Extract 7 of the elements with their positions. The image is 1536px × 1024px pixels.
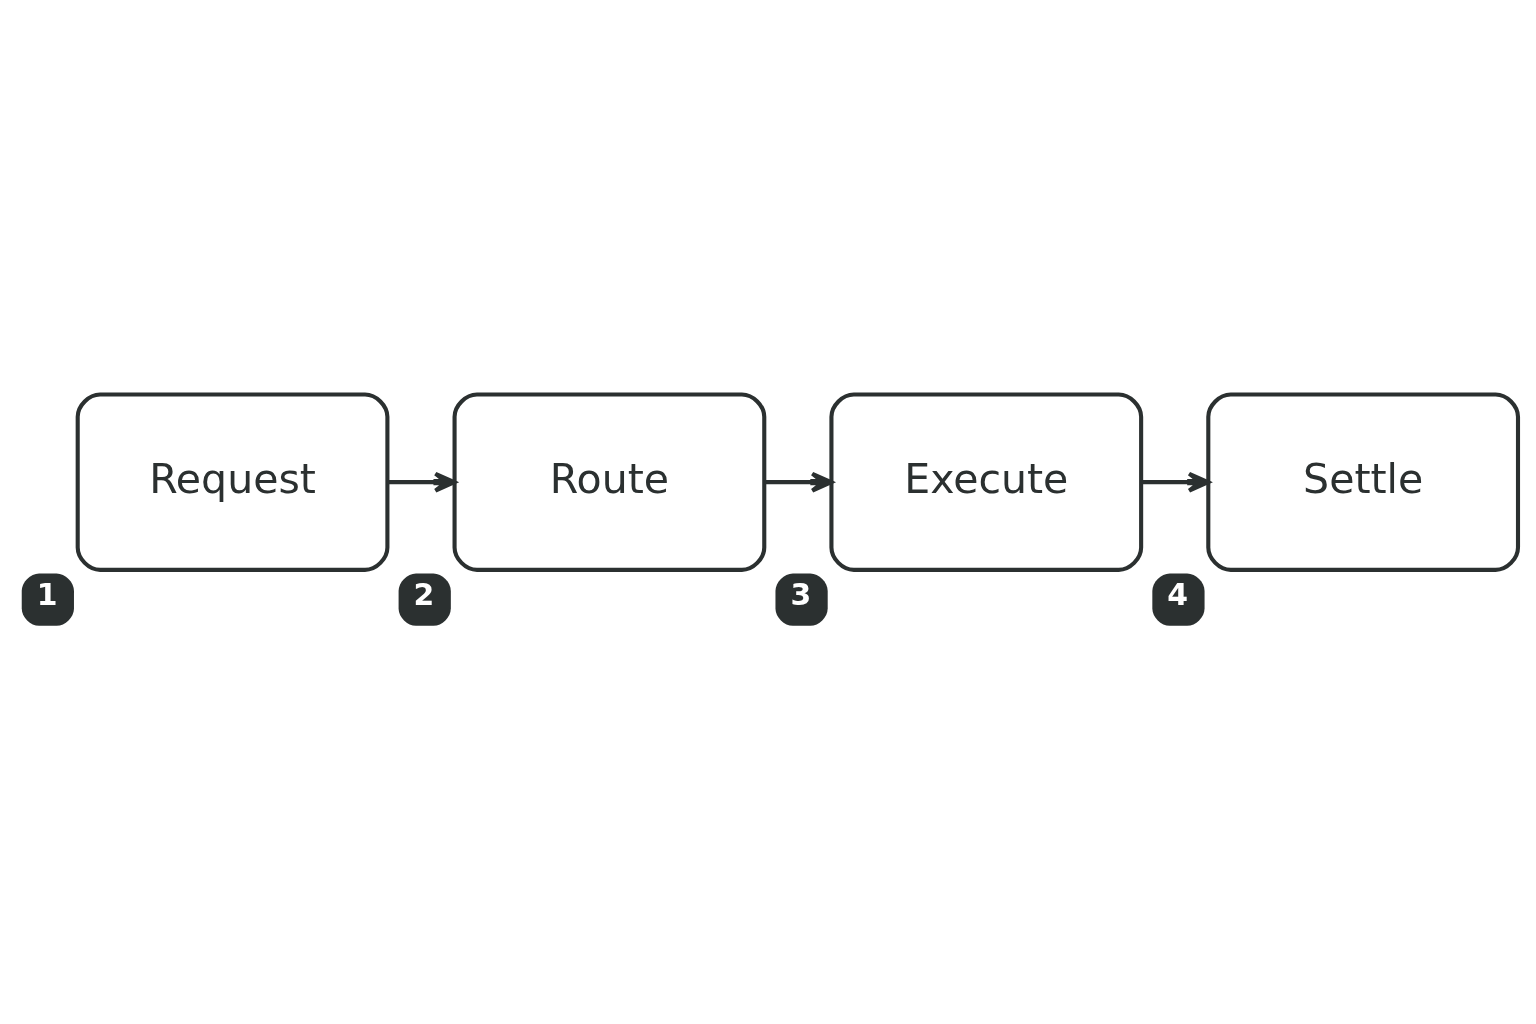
node-label: 3	[790, 576, 812, 612]
arrow	[764, 471, 834, 493]
node-label: 1	[36, 576, 58, 612]
arrow	[1141, 471, 1210, 493]
arrow	[387, 471, 457, 493]
node-label: 2	[413, 576, 435, 612]
node-label: 4	[1167, 576, 1189, 612]
